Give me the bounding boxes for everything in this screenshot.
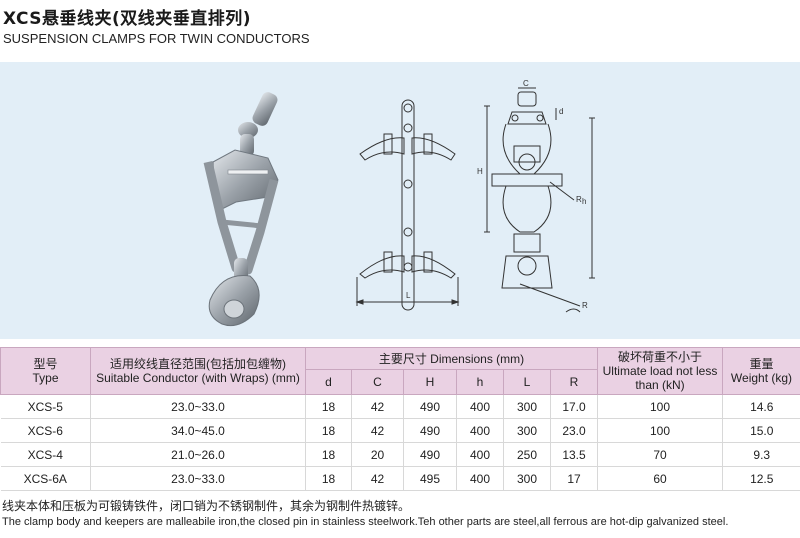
table-row: XCS-6 34.0~45.0 18 42 490 400 300 23.0 1… [0, 418, 800, 443]
dim-label-h: h [582, 197, 586, 206]
product-figure: L C d H [0, 62, 800, 339]
dim-label-H: H [477, 167, 483, 176]
cell-r: 17.0 [550, 394, 598, 419]
cell-c: 42 [351, 418, 404, 443]
cell-type: XCS-5 [0, 394, 91, 419]
dim-label-d: d [559, 107, 563, 116]
cell-weight: 15.0 [722, 418, 800, 443]
col-type: 型号 Type [0, 347, 91, 395]
dim-label-R-upper: R [576, 195, 582, 204]
col-h-lower: h [456, 369, 504, 395]
cell-load: 60 [597, 466, 723, 491]
cell-c: 42 [351, 394, 404, 419]
cell-d: 18 [305, 418, 352, 443]
cell-h-lower: 400 [456, 394, 504, 419]
page-subtitle: SUSPENSION CLAMPS FOR TWIN CONDUCTORS [3, 31, 310, 46]
col-r: R [550, 369, 598, 395]
cell-c: 42 [351, 466, 404, 491]
cell-l: 300 [503, 418, 551, 443]
cell-conductor: 34.0~45.0 [90, 418, 306, 443]
cell-conductor: 21.0~26.0 [90, 442, 306, 467]
cell-d: 18 [305, 394, 352, 419]
col-weight: 重量 Weight (kg) [722, 347, 800, 395]
col-conductor: 适用绞线直径范围(包括加包缠物) Suitable Conductor (wit… [90, 347, 306, 395]
table-row: XCS-4 21.0~26.0 18 20 490 400 250 13.5 7… [0, 442, 800, 467]
cell-load: 100 [597, 418, 723, 443]
cell-conductor: 23.0~33.0 [90, 466, 306, 491]
cell-load: 100 [597, 394, 723, 419]
material-note-cn: 线夹本体和压板为可锻铸铁件，闭口销为不锈钢制件，其余为钢制件热镀锌。 [2, 499, 411, 513]
dim-label-R-lower: R [582, 301, 588, 310]
cell-h-upper: 490 [403, 418, 457, 443]
cell-h-lower: 400 [456, 442, 504, 467]
col-c: C [351, 369, 404, 395]
cell-weight: 9.3 [722, 442, 800, 467]
cell-type: XCS-4 [0, 442, 91, 467]
cell-d: 18 [305, 442, 352, 467]
col-dimensions: 主要尺寸 Dimensions (mm) [305, 347, 598, 370]
dim-label-C: C [523, 79, 529, 88]
col-h-upper: H [403, 369, 457, 395]
col-d: d [305, 369, 352, 395]
cell-l: 300 [503, 394, 551, 419]
cell-r: 17 [550, 466, 598, 491]
material-note-en: The clamp body and keepers are malleabil… [2, 516, 729, 528]
spec-table: 型号 Type 适用绞线直径范围(包括加包缠物) Suitable Conduc… [0, 347, 800, 491]
dim-label-L: L [406, 291, 411, 300]
cell-type: XCS-6A [0, 466, 91, 491]
cell-l: 300 [503, 466, 551, 491]
cell-type: XCS-6 [0, 418, 91, 443]
cell-h-upper: 490 [403, 394, 457, 419]
page-title: XCS悬垂线夹(双线夹垂直排列) [3, 9, 252, 29]
cell-d: 18 [305, 466, 352, 491]
cell-weight: 12.5 [722, 466, 800, 491]
cell-c: 20 [351, 442, 404, 467]
cell-h-lower: 400 [456, 418, 504, 443]
col-l: L [503, 369, 551, 395]
cell-conductor: 23.0~33.0 [90, 394, 306, 419]
cell-h-lower: 400 [456, 466, 504, 491]
cell-l: 250 [503, 442, 551, 467]
col-ultimate-load: 破坏荷重不小于 Ultimate load not less than (kN) [597, 347, 723, 395]
cell-h-upper: 490 [403, 442, 457, 467]
table-row: XCS-5 23.0~33.0 18 42 490 400 300 17.0 1… [0, 394, 800, 419]
cell-weight: 14.6 [722, 394, 800, 419]
table-row: XCS-6A 23.0~33.0 18 42 495 400 300 17 60… [0, 466, 800, 491]
cell-r: 23.0 [550, 418, 598, 443]
cell-load: 70 [597, 442, 723, 467]
side-view-drawing [484, 87, 595, 313]
cell-r: 13.5 [550, 442, 598, 467]
clamp-photo [203, 92, 279, 327]
cell-h-upper: 495 [403, 466, 457, 491]
front-view-drawing [355, 99, 460, 311]
